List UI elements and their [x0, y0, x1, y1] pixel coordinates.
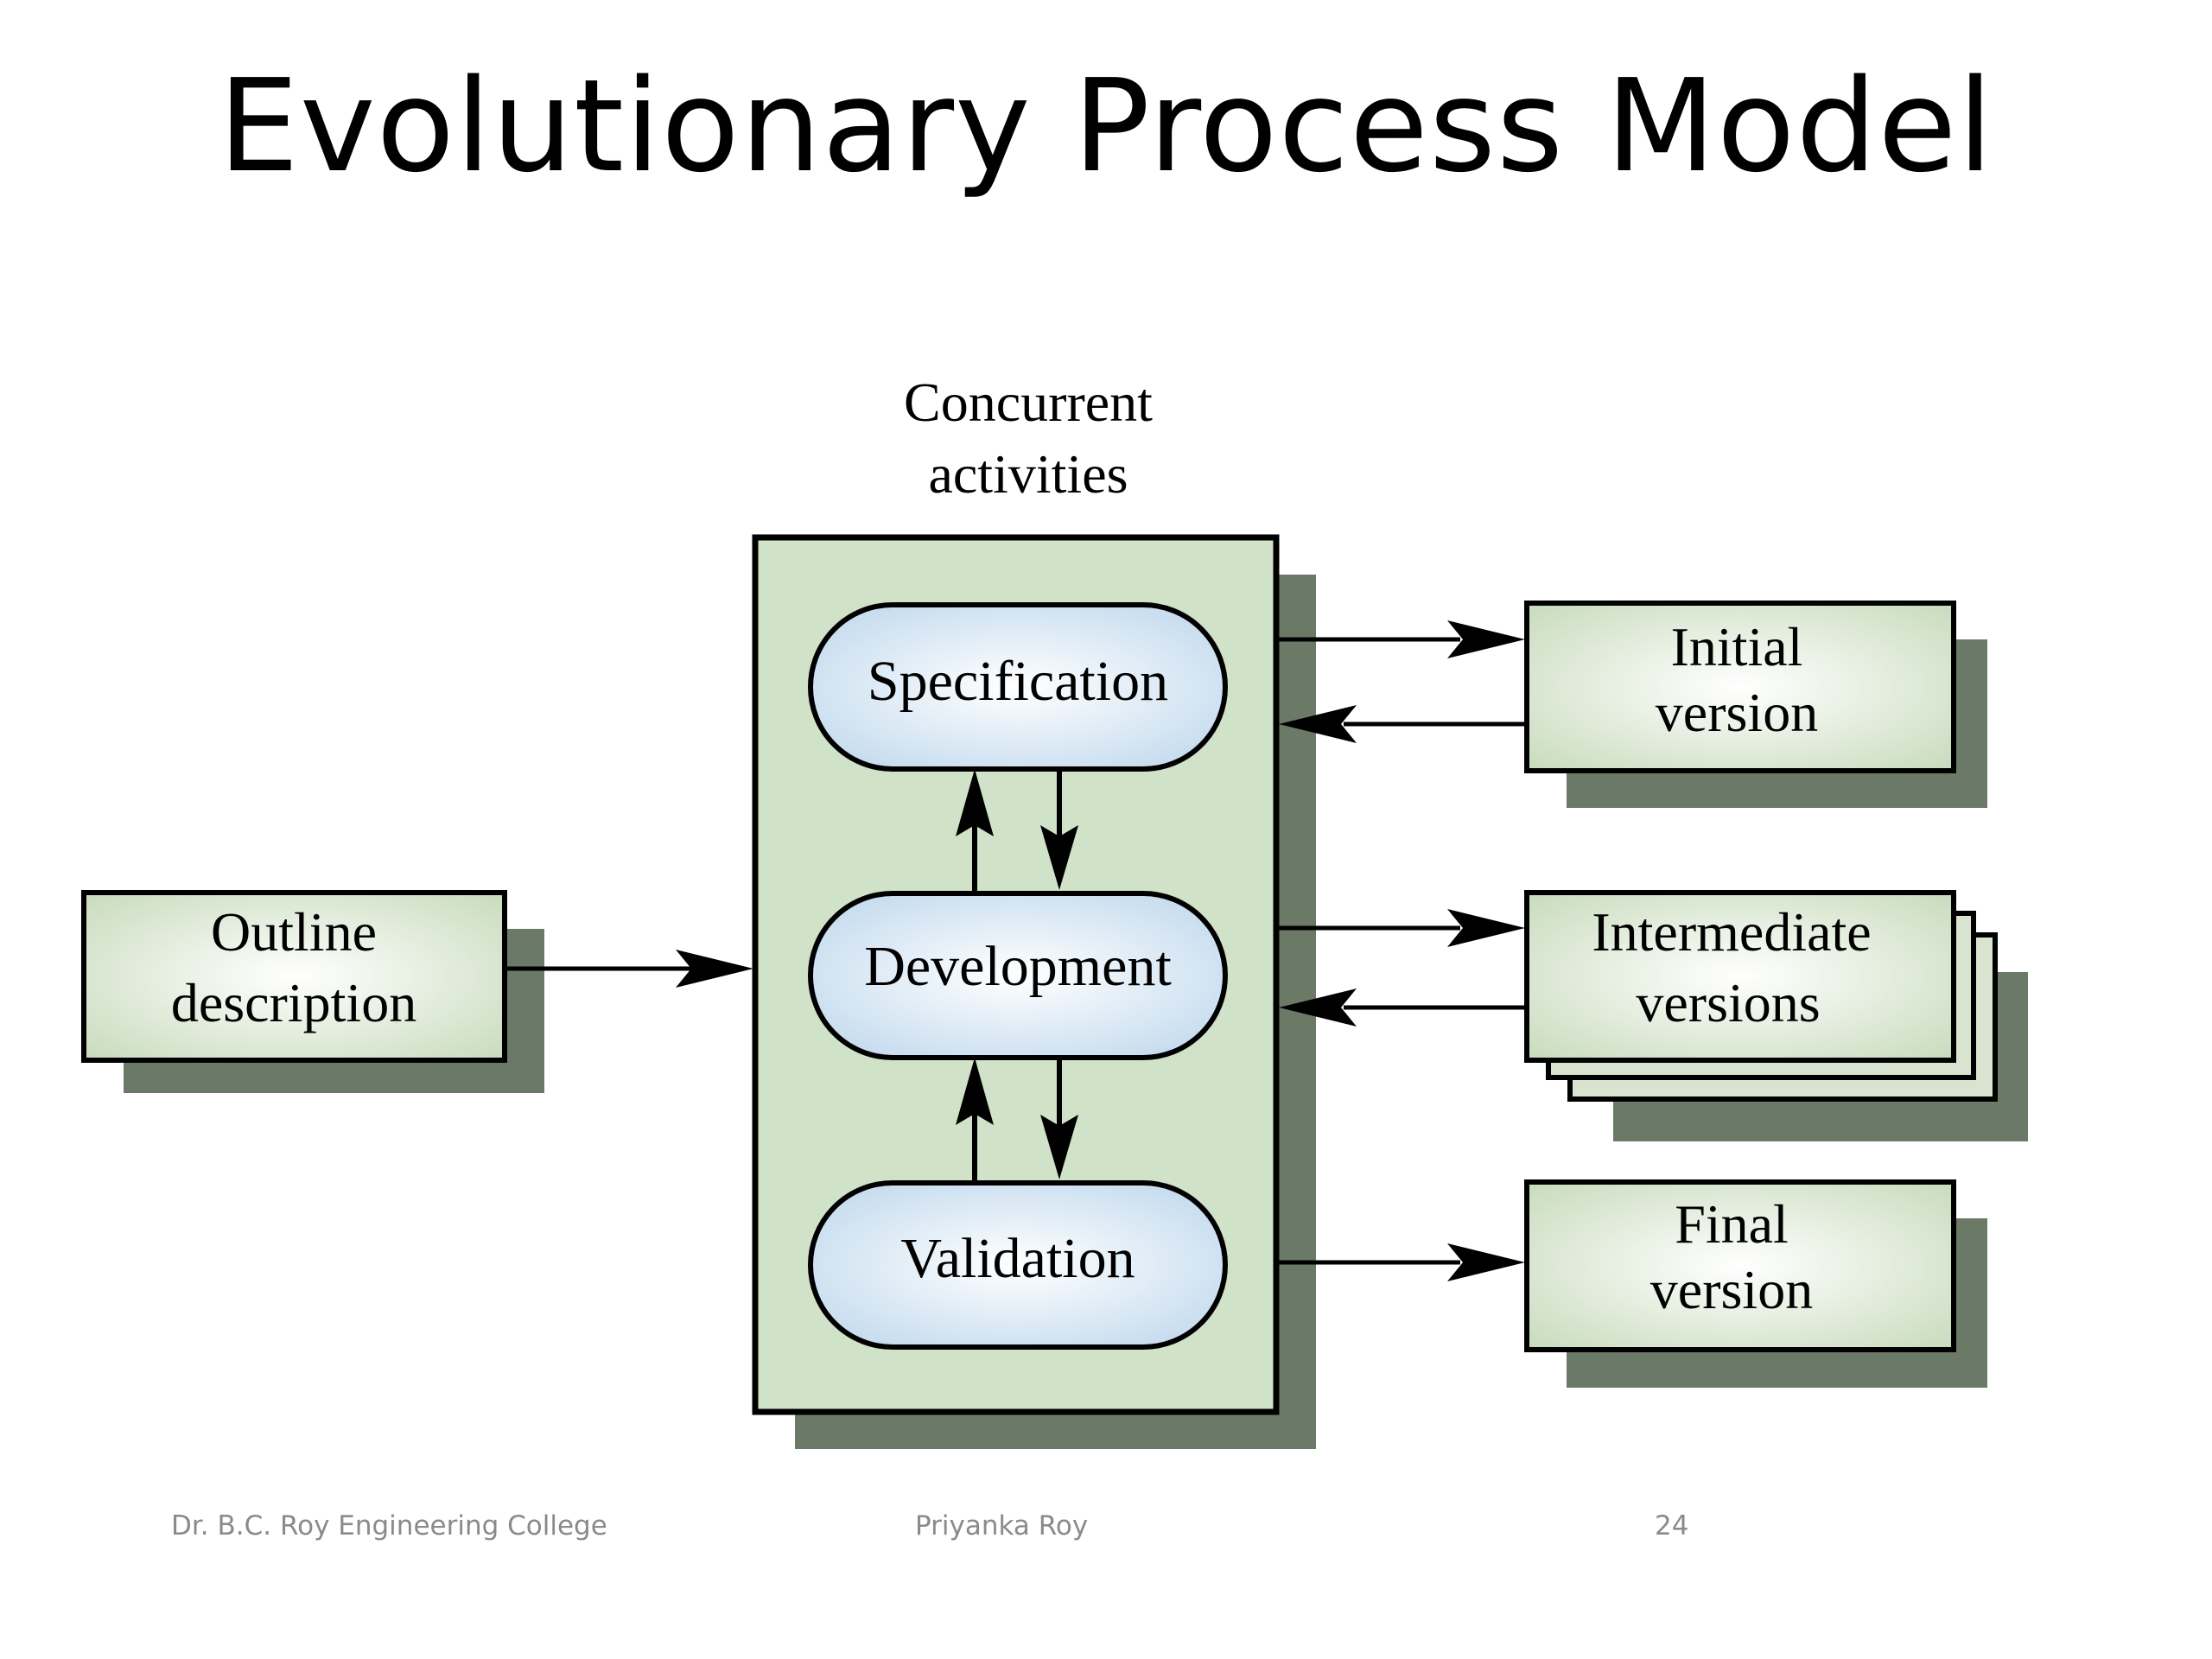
activity-label: Specification: [868, 650, 1168, 713]
activity-specification: Specification: [808, 602, 1228, 772]
final-version-box: Final version: [1524, 1179, 1987, 1388]
activity-validation: Validation: [808, 1180, 1228, 1350]
intermediate-label-line2: versions: [1636, 972, 1820, 1033]
activity-label: Validation: [900, 1227, 1135, 1290]
footer-author: Priyanka Roy: [915, 1510, 1089, 1541]
concurrent-label-line1: Concurrent: [904, 372, 1153, 433]
concurrent-label-line2: activities: [928, 443, 1128, 505]
intermediate-versions-box: Intermediate versions: [1524, 890, 2028, 1141]
intermediate-label-line1: Intermediate: [1592, 901, 1871, 963]
footer-college: Dr. B.C. Roy Engineering College: [171, 1510, 607, 1541]
initial-version-arrows: [1276, 620, 1527, 743]
final-label-line1: Final: [1675, 1193, 1789, 1255]
outline-label-line1: Outline: [211, 901, 377, 963]
initial-label-line1: Initial: [1671, 616, 1803, 677]
activity-label: Development: [864, 935, 1172, 998]
outline-description-box: Outline description: [81, 890, 544, 1093]
outline-label-line2: description: [171, 972, 416, 1033]
final-version-arrow: [1276, 1243, 1525, 1281]
final-label-line2: version: [1650, 1259, 1813, 1320]
activity-development: Development: [808, 891, 1228, 1060]
initial-version-box: Initial version: [1524, 601, 1987, 808]
slide-title: Evolutionary Process Model: [218, 52, 1994, 200]
footer-page-number: 24: [1655, 1510, 1689, 1541]
stack-layer-front: [1524, 890, 1956, 1063]
spec-dev-arrows: [956, 769, 1078, 893]
initial-label-line2: version: [1656, 682, 1818, 743]
input-arrow: [505, 950, 753, 988]
intermediate-versions-arrows: [1276, 909, 1527, 1027]
dev-val-arrows: [956, 1058, 1078, 1183]
